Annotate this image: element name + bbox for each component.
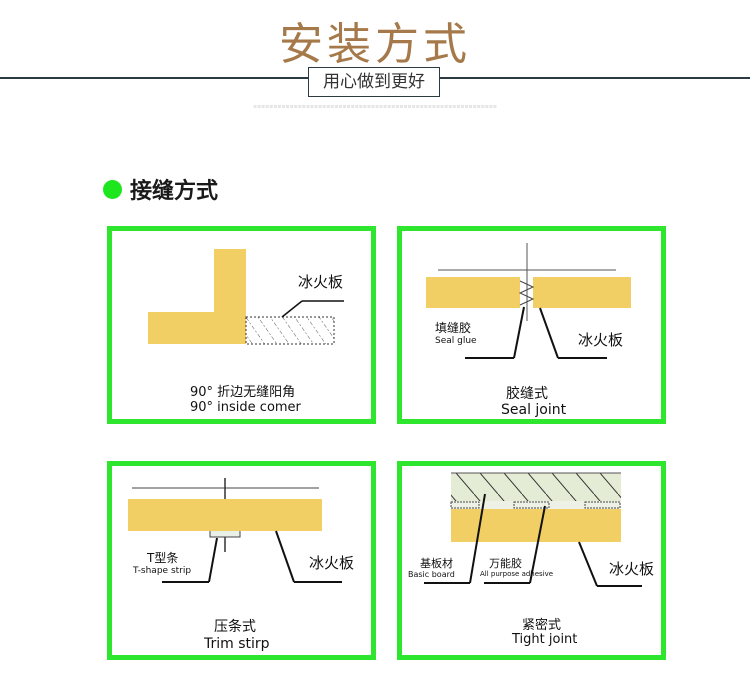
section-title: 接缝方式 xyxy=(130,179,219,204)
strip-label-en: T-shape strip xyxy=(133,566,192,576)
caption-en: Trim stirp xyxy=(204,636,270,652)
trim-strip-diagram xyxy=(128,478,342,583)
caption-en: Tight joint xyxy=(512,632,578,647)
page-title: 安装方式 xyxy=(279,19,471,70)
panel-inside-corner: 冰火板 90° 折边无缝阳角 90° inside comer xyxy=(107,226,376,424)
panel-tight-joint: 基板材 Basic board 万能胶 All purpose adhesive… xyxy=(397,461,666,660)
caption-en: Seal joint xyxy=(501,402,567,418)
caption-cn: 压条式 xyxy=(214,619,256,635)
faint-decoration: ▪▪▪▪▪▪▪▪▪▪▪▪▪▪▪▪▪▪▪▪▪▪▪▪▪▪▪▪▪▪▪▪▪▪▪▪▪▪▪▪… xyxy=(253,103,497,110)
board-label: 冰火板 xyxy=(309,554,355,572)
strip-label-cn: T型条 xyxy=(147,551,179,565)
caption-cn: 90° 折边无缝阳角 xyxy=(190,385,296,400)
panel-trim-strip: T型条 T-shape strip 冰火板 压条式 Trim stirp xyxy=(107,461,376,660)
adhesive-label-en: All purpose adhesive xyxy=(480,570,554,578)
subtitle-box: 用心做到更好 xyxy=(308,67,440,97)
caption-cn: 紧密式 xyxy=(522,618,562,633)
board-label: 冰火板 xyxy=(298,273,344,291)
tight-joint-diagram xyxy=(424,472,642,587)
caption-en: 90° inside comer xyxy=(190,400,301,415)
panel-seal-joint: 填缝胶 Seal glue 冰火板 胶缝式 Seal joint xyxy=(397,226,666,424)
adhesive-label-cn: 万能胶 xyxy=(489,557,522,570)
corner-diagram xyxy=(148,249,344,345)
board-label: 冰火板 xyxy=(578,331,624,349)
caption-cn: 胶缝式 xyxy=(506,386,548,402)
board-label: 冰火板 xyxy=(609,560,655,578)
bullet-dot-icon xyxy=(103,179,122,199)
seal-joint-diagram xyxy=(426,243,631,359)
glue-label-cn: 填缝胶 xyxy=(435,321,472,335)
section-heading: 接缝方式 xyxy=(103,173,218,205)
glue-label-en: Seal glue xyxy=(435,336,477,346)
base-label-en: Basic board xyxy=(408,570,455,579)
base-label-cn: 基板材 xyxy=(420,557,453,570)
